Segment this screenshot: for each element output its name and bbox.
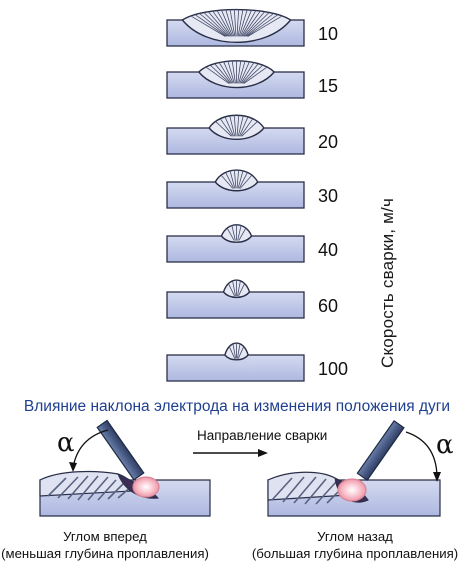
weld-section-15 [166,60,305,99]
angle-arrow-right [433,472,441,482]
weld-section-10 [166,8,305,47]
forward-angle-caption-line1: Углом вперед [63,529,147,544]
direction-label: Направление сварки [197,428,328,443]
weld-section-40 [166,224,305,263]
angle-arrow-left [69,462,77,472]
speed-label-15: 15 [318,76,339,96]
alpha-symbol-left: α [57,428,75,458]
bead-hatching [228,342,245,359]
bead-hatching [215,114,258,137]
weld-section-20 [166,114,305,155]
speed-label-100: 100 [318,359,349,379]
bead-hatching [221,169,252,189]
speed-label-10: 10 [318,24,339,44]
forward-angle-caption: Углом вперед (меньшая глубина проплавлен… [0,528,210,562]
alpha-symbol-right: α [436,430,454,460]
electrode-left [96,419,145,481]
direction-arrow [193,449,268,457]
weld-section-60 [166,279,305,319]
weld-section-100 [166,342,305,382]
speed-axis-label: Скорость сварки, м/ч [378,197,397,369]
arc-glow-right [337,478,367,502]
forward-angle-caption-line2: (меньшая глубина проплавления) [1,546,209,561]
weld-bead [214,169,259,192]
forward-angle-diagram [39,419,211,517]
bead-hatching [228,279,245,297]
speed-label-60: 60 [318,296,339,316]
electrode-right [356,420,405,482]
weld-section-30 [166,169,305,209]
ripple-hatching-right [271,476,345,505]
weld-bead [208,114,265,140]
speed-label-30: 30 [318,186,339,206]
diagram-title: Влияние наклона электрода на изменения п… [23,398,451,415]
backward-angle-caption-line2: (большая глубина проплавления) [251,546,459,561]
speed-label-40: 40 [318,240,339,260]
backward-angle-caption: Углом назад (большая глубина проплавлени… [236,528,474,562]
angle-arc-right [405,431,438,477]
bead-hatching [190,8,283,37]
backward-angle-caption-line1: Углом назад [317,529,393,544]
speed-label-20: 20 [318,132,339,152]
backward-angle-diagram [267,420,441,517]
arc-glow-left [132,476,160,498]
weld-bead-cross-sections [166,8,305,382]
bead-hatching [205,60,268,84]
bead-hatching [226,224,247,241]
